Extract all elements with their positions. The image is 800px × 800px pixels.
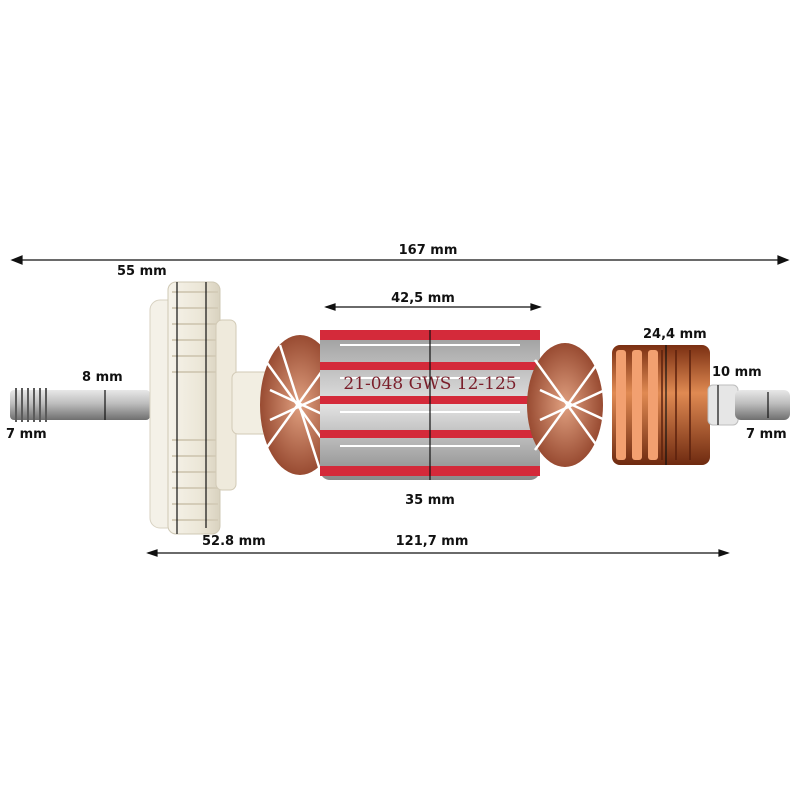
thread [15, 388, 47, 422]
shaft-right-diameter-label: 10 mm [712, 365, 762, 380]
shaft-right-end-diameter-label: 7 mm [746, 427, 787, 442]
left-shaft [10, 388, 150, 422]
fan [149, 281, 273, 535]
right-shaft [707, 384, 790, 426]
commutator [612, 345, 710, 465]
commutator-diameter-label: 24,4 mm [643, 327, 707, 342]
dimension-lines [10, 255, 790, 557]
core-diameter-label: 35 mm [405, 493, 455, 508]
fan-inner-diameter-label: 52.8 mm [202, 534, 266, 549]
overall-length-label: 167 mm [399, 243, 458, 258]
bearing-span-label: 121,7 mm [396, 534, 469, 549]
fan-diameter-label: 55 mm [117, 264, 167, 279]
shaft-left-diameter-label: 8 mm [82, 370, 123, 385]
right-windings [527, 343, 606, 467]
thread-diameter-label: 7 mm [6, 427, 47, 442]
core-length-label: 42,5 mm [391, 291, 455, 306]
